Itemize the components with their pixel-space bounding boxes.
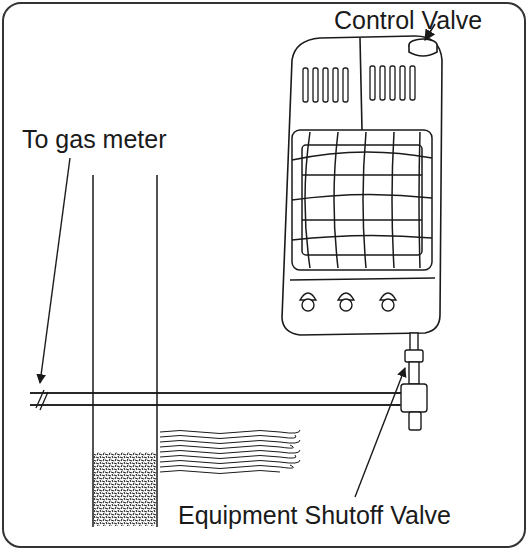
control-valve-label: Control Valve	[334, 7, 482, 35]
shutoff-valve-label: Equipment Shutoff Valve	[178, 502, 451, 530]
gas-meter-label: To gas meter	[22, 126, 167, 154]
